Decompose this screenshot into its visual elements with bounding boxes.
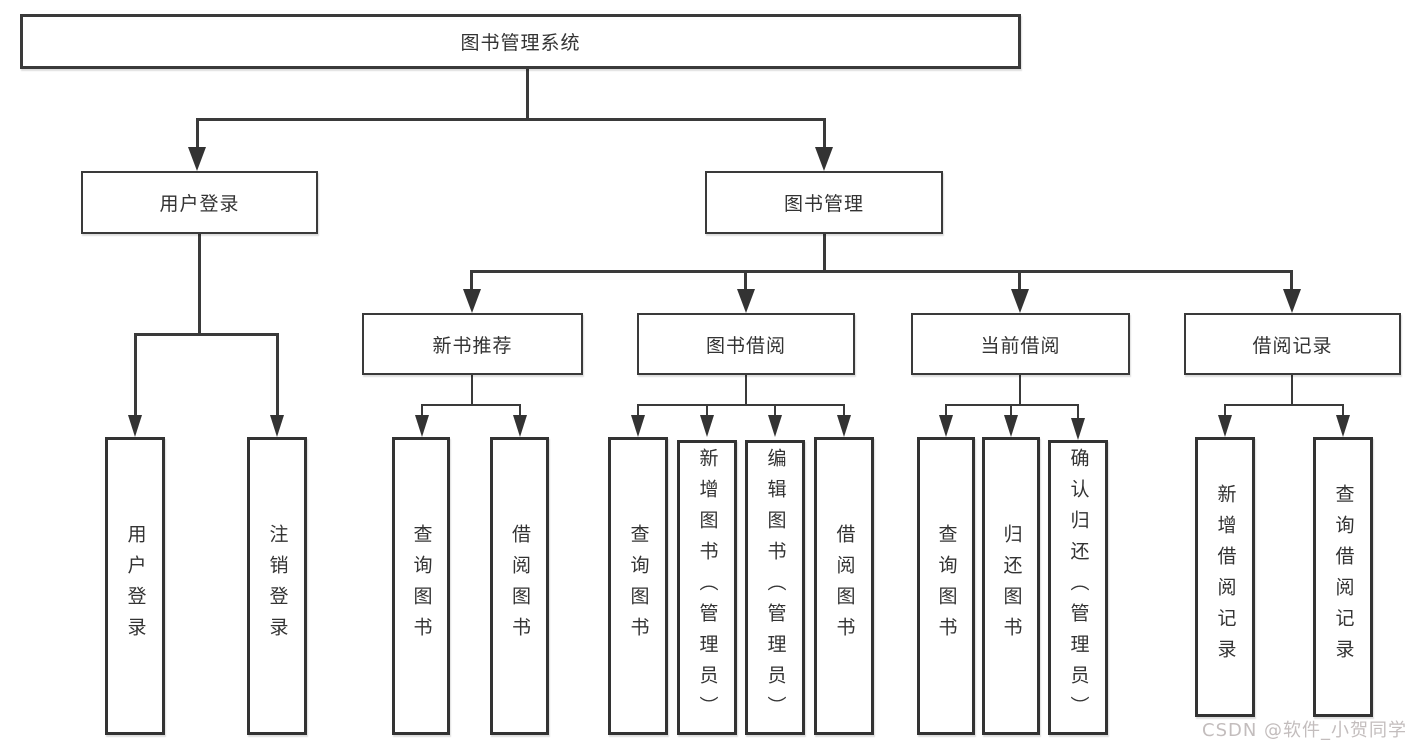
arrowhead-down-icon — [1011, 289, 1029, 313]
node-book-management-label: 图书管理 — [783, 193, 864, 215]
arrowhead-down-icon — [188, 147, 206, 171]
leaf-bb-add-book: 新增图书（管理员） — [677, 440, 737, 735]
leaf-br-query-record-label: 查询借阅记录 — [1332, 484, 1355, 670]
leaf-bb-query-book: 查询图书 — [608, 437, 668, 735]
arrowhead-down-icon — [631, 415, 645, 437]
connector-line — [1018, 270, 1021, 291]
leaf-user-login-label: 用户登录 — [124, 524, 147, 648]
connector-line — [745, 375, 747, 406]
node-book-borrow-label: 图书借阅 — [705, 334, 786, 357]
leaf-br-add-record: 新增借阅记录 — [1195, 437, 1255, 717]
node-new-book-recommend: 新书推荐 — [362, 313, 583, 375]
leaf-cb-query-book: 查询图书 — [917, 437, 975, 735]
arrowhead-down-icon — [1283, 289, 1301, 313]
arrowhead-down-icon — [1071, 418, 1085, 440]
arrowhead-down-icon — [270, 415, 284, 437]
arrowhead-down-icon — [939, 415, 953, 437]
leaf-cb-return-book-label: 归还图书 — [1000, 524, 1023, 648]
connector-line — [774, 404, 776, 417]
node-borrow-record-label: 借阅记录 — [1252, 334, 1333, 357]
connector-line — [470, 270, 473, 291]
leaf-cb-confirm-return-label: 确认归还（管理员） — [1067, 448, 1090, 727]
leaf-logout-label: 注销登录 — [266, 524, 289, 648]
leaf-bb-borrow-book: 借阅图书 — [814, 437, 874, 735]
arrowhead-down-icon — [815, 147, 833, 171]
arrowhead-down-icon — [837, 415, 851, 437]
leaf-bb-edit-book: 编辑图书（管理员） — [745, 440, 805, 735]
arrowhead-down-icon — [768, 415, 782, 437]
leaf-nb-query-book-label: 查询图书 — [410, 524, 433, 648]
node-root: 图书管理系统 — [20, 14, 1021, 69]
arrowhead-down-icon — [1218, 415, 1232, 437]
arrowhead-down-icon — [700, 415, 714, 437]
connector-line — [1224, 404, 1226, 417]
connector-line — [471, 375, 473, 406]
leaf-cb-return-book: 归还图书 — [982, 437, 1040, 735]
connector-line — [134, 333, 279, 336]
connector-line — [526, 69, 529, 121]
leaf-cb-confirm-return: 确认归还（管理员） — [1048, 440, 1108, 735]
leaf-bb-query-book-label: 查询图书 — [627, 524, 650, 648]
connector-line — [1224, 404, 1344, 406]
connector-line — [1010, 404, 1012, 417]
leaf-bb-add-book-label: 新增图书（管理员） — [696, 448, 719, 727]
connector-line — [421, 404, 423, 417]
connector-line — [1342, 404, 1344, 417]
connector-line — [637, 404, 845, 406]
leaf-br-add-record-label: 新增借阅记录 — [1214, 484, 1237, 670]
arrowhead-down-icon — [737, 289, 755, 313]
connector-line — [421, 404, 521, 406]
connector-line — [945, 404, 947, 417]
connector-line — [1290, 270, 1293, 291]
leaf-nb-borrow-book-label: 借阅图书 — [509, 524, 531, 648]
connector-line — [843, 404, 845, 417]
connector-line — [276, 333, 279, 417]
connector-line — [1019, 375, 1021, 406]
arrowhead-down-icon — [513, 415, 527, 437]
leaf-user-login: 用户登录 — [105, 437, 165, 735]
csdn-watermark: CSDN @软件_小贺同学 — [1202, 720, 1405, 741]
connector-line — [198, 234, 201, 336]
arrowhead-down-icon — [415, 415, 429, 437]
node-user-login: 用户登录 — [81, 171, 318, 234]
leaf-logout: 注销登录 — [247, 437, 307, 735]
node-user-login-label: 用户登录 — [159, 193, 240, 215]
node-borrow-record: 借阅记录 — [1184, 313, 1401, 375]
connector-line — [945, 404, 1079, 406]
arrowhead-down-icon — [1004, 415, 1018, 437]
arrowhead-down-icon — [128, 415, 142, 437]
leaf-nb-query-book: 查询图书 — [392, 437, 450, 735]
leaf-bb-borrow-book-label: 借阅图书 — [833, 524, 856, 648]
arrowhead-down-icon — [1336, 415, 1350, 437]
connector-line — [637, 404, 639, 417]
leaf-bb-edit-book-label: 编辑图书（管理员） — [764, 448, 787, 727]
connector-line — [1291, 375, 1293, 406]
connector-line — [706, 404, 708, 417]
leaf-nb-borrow-book: 借阅图书 — [490, 437, 549, 735]
connector-line — [823, 118, 826, 149]
node-new-book-recommend-label: 新书推荐 — [432, 334, 513, 357]
arrowhead-down-icon — [463, 289, 481, 313]
connector-line — [470, 270, 1293, 273]
connector-line — [823, 234, 826, 273]
connector-line — [1077, 404, 1079, 420]
node-current-borrow-label: 当前借阅 — [980, 334, 1061, 357]
node-book-borrow: 图书借阅 — [637, 313, 855, 375]
node-book-management: 图书管理 — [705, 171, 943, 234]
connector-line — [196, 118, 199, 149]
node-root-label: 图书管理系统 — [460, 32, 581, 54]
connector-line — [744, 270, 747, 291]
connector-line — [134, 333, 137, 417]
connector-line — [196, 118, 826, 121]
leaf-br-query-record: 查询借阅记录 — [1313, 437, 1373, 717]
leaf-cb-query-book-label: 查询图书 — [935, 524, 958, 648]
connector-line — [519, 404, 521, 417]
node-current-borrow: 当前借阅 — [911, 313, 1130, 375]
